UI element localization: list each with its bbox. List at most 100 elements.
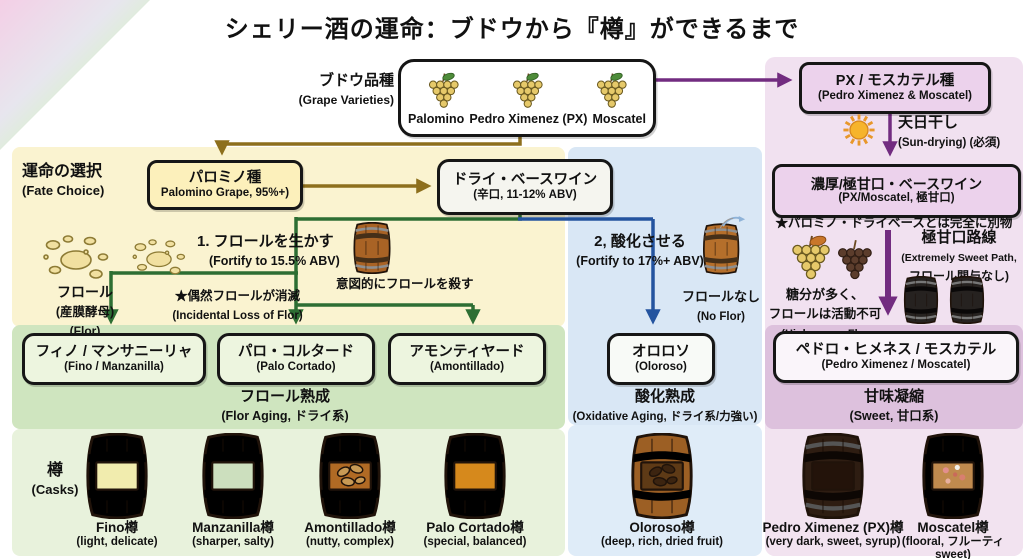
cask-name: Oloroso樽 xyxy=(629,520,695,535)
grape-name-px: Pedro Ximenez (PX) xyxy=(469,112,588,126)
sweet-path-en1: (Extremely Sweet Path, xyxy=(901,251,1017,264)
oxidative-en: (Oxidative Aging, ドライ系/力強い) xyxy=(572,410,758,423)
px-moscatel-jp: PX / モスカテル種 xyxy=(835,73,955,90)
page-title: シェリー酒の運命：ブドウから『樽』ができるまで xyxy=(224,16,800,43)
cask-label-5: Pedro Ximenez (PX)樽(very dark, sweet, sy… xyxy=(760,520,906,549)
no-flor-jp: フロールなし xyxy=(681,289,760,304)
cask-label-0: Fino樽(light, delicate) xyxy=(57,520,177,549)
path2-label: 2, 酸化させる (Fortify to 17%+ ABV) xyxy=(566,233,714,271)
cask-barrel-palocortado xyxy=(439,433,511,519)
cask-desc: (deep, rich, dried fruit) xyxy=(600,535,724,548)
high-sugar-l2: フロールは活動不可 xyxy=(768,306,882,321)
flor-aging-en: (Flor Aging, ドライ系) xyxy=(221,408,349,423)
cask-barrel-oloroso xyxy=(626,433,698,519)
flor-jp: フロール xyxy=(57,284,113,300)
barrel-straw-icon xyxy=(692,216,754,276)
sweet-caption: 甘味凝縮 (Sweet, 甘口系) xyxy=(765,388,1023,426)
palomino-grape-box: パロミノ種 Palomino Grape, 95%+) xyxy=(147,160,303,210)
casks-label-jp: 樽 xyxy=(46,462,63,479)
palomino-grape-en: Palomino Grape, 95%+) xyxy=(160,186,290,199)
cask-barrel-manzanilla xyxy=(197,433,269,519)
flor-icon xyxy=(40,230,112,282)
grape-varieties-label-jp: ブドウ品種 xyxy=(318,72,394,89)
sun-drying-jp: 天日干し xyxy=(898,114,959,131)
black-barrel-icon xyxy=(946,276,988,324)
result-oloroso-jp: オロロソ xyxy=(632,344,690,361)
rich-base-wine-box: 濃厚/極甘口・ベースワイン (PX/Moscatel, 極甘口) xyxy=(772,164,1021,218)
oxidative-jp: 酸化熟成 xyxy=(634,388,695,405)
high-sugar-l1: 糖分が多く、 xyxy=(785,287,864,302)
black-barrel-icon xyxy=(900,276,942,324)
cask-desc: (nutty, complex) xyxy=(306,535,394,548)
sweet-jp: 甘味凝縮 xyxy=(863,388,924,405)
fate-choice-en: (Fate Choice) xyxy=(22,182,105,198)
cask-desc: (very dark, sweet, syrup) xyxy=(765,535,901,548)
path2-en: (Fortify to 17%+ ABV) xyxy=(576,253,704,268)
cask-name: Fino樽 xyxy=(96,520,138,535)
note-completely-different: ★パロミノ・ドライベースとは完全に別物 xyxy=(775,216,1013,230)
grape-icon xyxy=(595,72,627,110)
incidental-l1: ★偶然フロールが消滅 xyxy=(174,289,300,303)
flor-jp2: (産膜酵母) xyxy=(55,304,115,319)
path2-jp: 2, 酸化させる xyxy=(594,233,686,250)
sun-drying-label: 天日干し (Sun-drying) (必須) xyxy=(898,114,1022,152)
cask-label-4: Oloroso樽(deep, rich, dried fruit) xyxy=(577,520,747,549)
sweet-path-jp: 極甘口路線 xyxy=(921,229,997,246)
dry-base-wine-box: ドライ・ベースワイン (辛口, 11-12% ABV) xyxy=(437,159,613,215)
path1-jp: 1. フロールを生かす xyxy=(197,233,334,250)
cask-barrel-moscatel xyxy=(917,433,989,519)
fate-choice-label: 運命の選択 (Fate Choice) xyxy=(22,163,104,201)
grape-autumn-icon xyxy=(790,233,830,283)
px-moscatel-box: PX / モスカテル種 (Pedro Ximenez & Moscatel) xyxy=(799,62,991,114)
casks-label-en: (Casks) xyxy=(31,481,79,497)
cask-name: Manzanilla樽 xyxy=(192,520,274,535)
result-oloroso-en: (Oloroso) xyxy=(635,360,687,373)
cask-desc: (light, delicate) xyxy=(76,535,158,548)
grape-icon xyxy=(511,72,543,110)
incidental-loss-label: ★偶然フロールが消滅 (Incidental Loss of Flor) xyxy=(135,287,340,325)
incidental-l2: (Incidental Loss of Flor) xyxy=(172,309,303,322)
cask-barrel-pedroximenezpx xyxy=(797,433,869,519)
rich-base-en: (PX/Moscatel, 極甘口) xyxy=(838,192,955,205)
grape-varieties-box: Palomino Pedro Ximenez (PX) Moscatel xyxy=(398,59,656,137)
grape-name-palomino: Palomino xyxy=(408,112,465,126)
grape-icon xyxy=(427,72,459,110)
sun-icon xyxy=(842,113,876,147)
cask-label-6: Moscatel樽(flooral, フルーティ sweet) xyxy=(887,520,1019,559)
fate-choice-jp: 運命の選択 xyxy=(22,163,103,180)
cask-name: Palo Cortado樽 xyxy=(426,520,524,535)
no-flor-label: フロールなし (No Flor) xyxy=(676,288,766,326)
path1-en: (Fortify to 15.5% ABV) xyxy=(209,253,340,268)
result-amontillado-en: (Amontillado) xyxy=(429,360,505,373)
dry-base-en: (辛口, 11-12% ABV) xyxy=(473,188,577,201)
cask-label-2: Amontillado樽(nutty, complex) xyxy=(287,520,413,549)
sweet-en: (Sweet, 甘口系) xyxy=(849,408,939,423)
flor-icon-small xyxy=(128,235,190,277)
result-box-oloroso: オロロソ (Oloroso) xyxy=(607,333,715,385)
flor-aging-caption: フロール熟成 (Flor Aging, ドライ系) xyxy=(160,388,410,426)
result-palo-en: (Palo Cortado) xyxy=(256,360,336,373)
result-fino-en: (Fino / Manzanilla) xyxy=(64,360,164,373)
result-fino-jp: フィノ / マンサニーリャ xyxy=(35,344,193,361)
cask-desc: (flooral, フルーティ sweet) xyxy=(901,535,1005,559)
path1-label: 1. フロールを生かす (Fortify to 15.5% ABV) xyxy=(197,233,357,271)
palomino-grape-jp: パロミノ種 xyxy=(188,170,262,187)
result-amontillado-jp: アモンティヤード xyxy=(409,344,525,361)
cask-desc: (special, balanced) xyxy=(423,535,527,548)
cask-label-1: Manzanilla樽(sharper, salty) xyxy=(173,520,293,549)
sun-drying-en: (Sun-drying) (必須) xyxy=(898,136,1001,149)
cask-name: Pedro Ximenez (PX)樽 xyxy=(762,520,904,535)
oxidative-aging-caption: 酸化熟成 (Oxidative Aging, ドライ系/力強い) xyxy=(564,388,766,426)
cask-name: Amontillado樽 xyxy=(304,520,396,535)
rich-base-jp: 濃厚/極甘口・ベースワイン xyxy=(810,175,983,192)
no-flor-en: (No Flor) xyxy=(697,310,745,323)
raisin-grape-icon xyxy=(836,238,872,282)
px-moscatel-en: (Pedro Ximenez & Moscatel) xyxy=(817,89,972,102)
result-px-en: (Pedro Ximenez / Moscatel) xyxy=(821,358,971,371)
cask-label-3: Palo Cortado樽(special, balanced) xyxy=(407,520,543,549)
result-box-amontillado: アモンティヤード (Amontillado) xyxy=(388,333,546,385)
result-px-jp: ペドロ・ヒメネス / モスカテル xyxy=(795,342,997,359)
result-box-pedro-ximenez: ペドロ・ヒメネス / モスカテル (Pedro Ximenez / Moscat… xyxy=(773,331,1019,383)
